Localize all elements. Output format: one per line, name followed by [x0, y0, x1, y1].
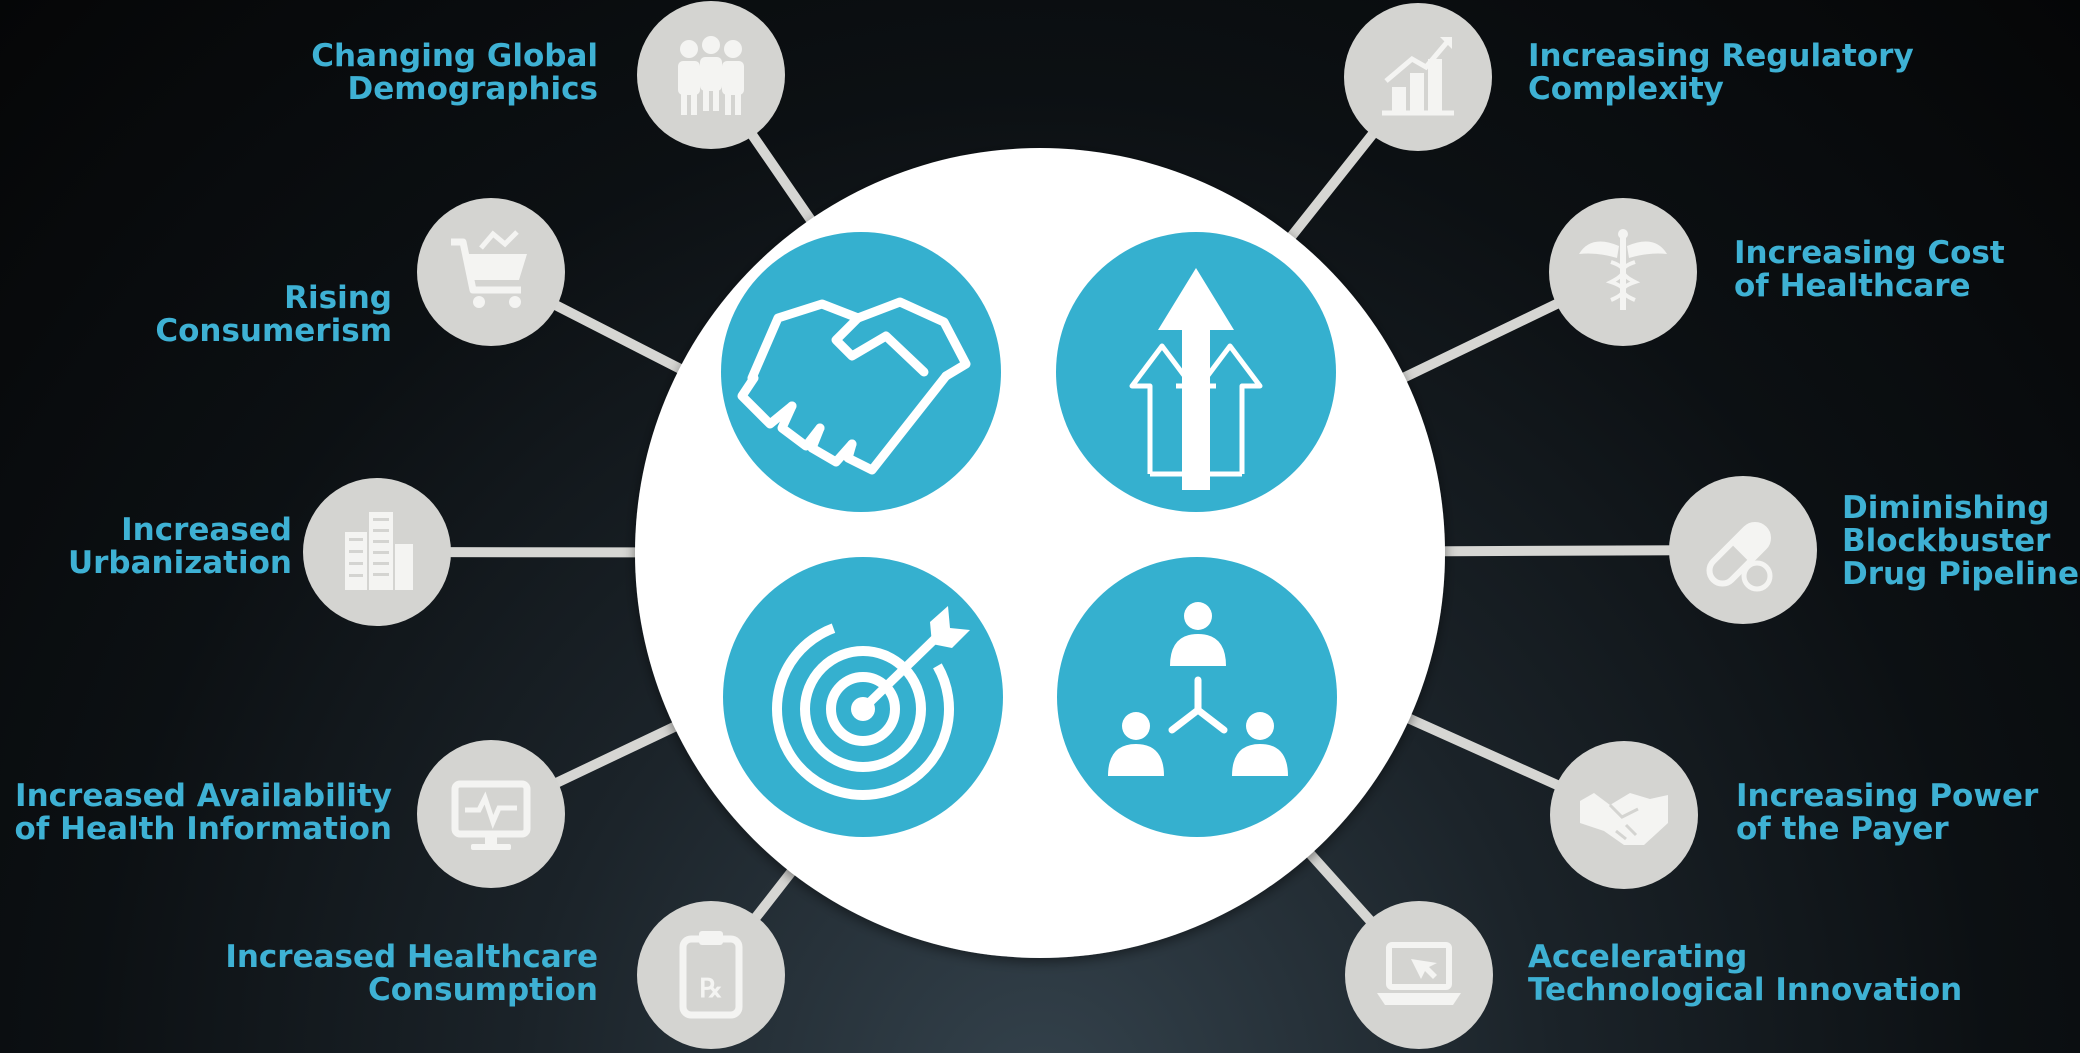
factor-label-line: of Healthcare — [1734, 268, 1971, 304]
factor-label-line: Increased Availability — [15, 778, 392, 814]
satellite-circle — [637, 901, 785, 1049]
satellite-consumption: ℞ — [637, 901, 785, 1049]
factor-label-line: of the Payer — [1736, 811, 1949, 847]
satellite-cost — [1549, 198, 1697, 346]
people-group-icon — [678, 36, 744, 115]
satellite-payer — [1550, 741, 1698, 889]
laptop-icon — [1377, 942, 1461, 1005]
team-network-icon — [1108, 602, 1288, 776]
satellite-blockbuster — [1669, 476, 1817, 624]
factor-label-line: Increased Healthcare — [225, 939, 598, 975]
pill-capsule-icon — [1706, 521, 1773, 592]
satellite-regulatory — [1344, 3, 1492, 151]
quadrant-target — [723, 557, 1003, 837]
shopping-cart-icon — [451, 230, 527, 308]
satellite-demographics — [637, 1, 785, 149]
buildings-icon — [345, 512, 413, 590]
svg-text:℞: ℞ — [699, 974, 722, 1004]
satellite-nodes: ℞ — [303, 1, 1817, 1049]
satellite-technology — [1345, 901, 1493, 1049]
factor-label-line: Technological Innovation — [1528, 972, 1963, 1008]
factor-label-line: Increasing Cost — [1734, 235, 2005, 271]
factor-label-line: Increasing Regulatory — [1528, 38, 1914, 74]
target-icon — [772, 606, 970, 800]
quadrant-team-network — [1057, 557, 1337, 837]
prescription-clipboard-icon: ℞ — [679, 931, 743, 1019]
factor-label-line: Accelerating — [1528, 939, 1748, 975]
factor-label-line: Complexity — [1528, 71, 1724, 107]
factor-label-line: Changing Global — [311, 38, 598, 74]
factor-label-line: Increased — [121, 512, 292, 548]
factor-label-line: Urbanization — [67, 545, 292, 581]
monitor-heartbeat-icon — [451, 780, 531, 850]
rising-chart-icon — [1382, 37, 1454, 116]
quadrant-growth-arrows — [1056, 232, 1336, 512]
satellite-health-info — [417, 740, 565, 888]
satellite-consumerism — [417, 198, 565, 346]
factor-label-line: Rising — [284, 280, 392, 316]
handshake-small-icon — [1580, 793, 1668, 845]
factor-label-line: Blockbuster — [1842, 523, 2051, 559]
satellite-urbanization — [303, 478, 451, 626]
factor-label-line: Consumption — [368, 972, 598, 1008]
handshake-icon — [737, 297, 971, 475]
central-hub-circle — [635, 148, 1445, 958]
quadrant-handshake — [721, 232, 1001, 512]
caduceus-icon — [1579, 229, 1667, 310]
growth-arrows-icon — [1129, 268, 1263, 490]
factor-label-line: of Health Information — [14, 811, 392, 847]
quadrant-handshake-circle — [721, 232, 1001, 512]
factor-label-line: Diminishing — [1842, 490, 2050, 526]
factor-label-line: Increasing Power — [1736, 778, 2039, 814]
factor-label-line: Drug Pipeline — [1842, 556, 2079, 592]
factor-label-line: Demographics — [347, 71, 598, 107]
factor-label-line: Consumerism — [155, 313, 392, 349]
